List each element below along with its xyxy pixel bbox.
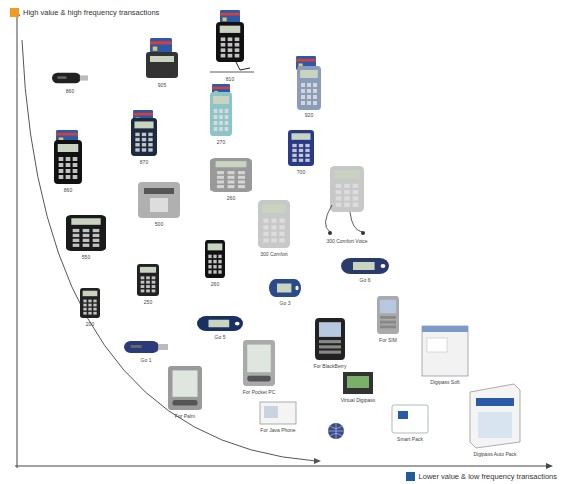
java-phone-screen [260,402,296,424]
virtual-screen [343,372,373,394]
axis-caption: Lower value & low frequency transactions [419,472,557,481]
device-label: 550 [82,254,90,260]
device-label: Digipass Soft [430,379,459,385]
card-reader [297,66,321,110]
axis-arrowhead [546,463,553,469]
device-label: Virtual Digipass [341,397,376,403]
device-label: Go 3 [280,300,291,306]
card-reader [210,92,232,136]
device-label: Go 5 [215,334,226,340]
key-fob [269,279,301,297]
device-label: 260 [211,281,219,287]
smart-card [220,10,240,24]
device-label: Digipass Auto Pack [473,451,516,457]
keypad-token [258,200,290,248]
software-box-band [476,398,514,406]
devices [52,10,520,448]
device-label: 270 [217,139,225,145]
smart-pack [392,405,428,433]
device-label: 700 [297,169,305,175]
device-label: 810 [226,76,234,82]
usb-token [52,73,88,83]
device-label: 905 [158,82,166,88]
device-label: For Palm [175,413,195,419]
blackberry [315,318,345,360]
palm-device [168,366,202,410]
axis-caption: High value & high frequency transactions [23,8,159,17]
y-axis [17,14,18,468]
window-bar [422,326,468,332]
device-label: 860 [64,187,72,193]
keypad-token [137,264,159,296]
reader-keys [150,198,168,212]
key-fob [341,258,389,274]
device-label: 920 [305,112,313,118]
earphone [361,231,365,235]
globe-lines [328,423,344,439]
usb-token [124,341,168,353]
device-label: 870 [140,159,148,165]
earphone-wire [325,205,362,232]
device-label: 500 [155,221,163,227]
keypad-token [66,215,106,251]
device-label: 860 [66,88,74,94]
usb-cable [236,62,250,70]
keypad-token [210,158,252,192]
keypad-token [330,166,364,212]
device-label: Go 1 [141,357,152,363]
pocket-pc [243,340,275,386]
legend-item: High value & high frequency transactions [10,8,159,17]
trend-curve [22,40,316,461]
device-label: 300 Comfort [260,251,288,257]
legend-item: Lower value & low frequency transactions [406,472,557,481]
software-window [422,326,468,376]
curve-arrowhead [314,458,321,464]
card-reader [131,118,157,156]
software-box [470,384,520,448]
mobile-phone [377,296,399,334]
keypad-token [205,240,225,278]
earphone [328,231,332,235]
virtual-screen-display [347,376,369,388]
card-reader [216,22,244,62]
smart-card [150,38,172,54]
key-fob [197,316,243,331]
software-box-image [478,412,512,438]
device-label: 200 [86,321,94,327]
device-label: 250 [144,299,152,305]
device-label: 260 [227,195,235,201]
keypad-token [80,288,100,318]
window-pane [427,338,447,352]
reader-slot [144,188,174,194]
x-axis [15,466,548,467]
smart-pack-logo [398,411,408,419]
device-label: For Java Phone [260,427,295,433]
device-label: For BlackBerry [313,363,346,369]
card-reader [54,140,82,184]
reader-stand [210,72,254,73]
device-label: Go 6 [360,277,371,283]
reader-screen [150,56,174,62]
card-reader [146,52,178,78]
legend-swatch [10,8,19,17]
device-label: For SIM [379,337,397,343]
java-phone-display [264,406,278,418]
device-label: Smart Pack [397,436,423,442]
legend-swatch [406,472,415,481]
device-label: 300 Comfort Voice [326,238,367,244]
keypad-token [288,130,314,166]
globe-icon [328,423,344,439]
desktop-reader [138,182,180,218]
device-label: For Pocket PC [243,389,276,395]
